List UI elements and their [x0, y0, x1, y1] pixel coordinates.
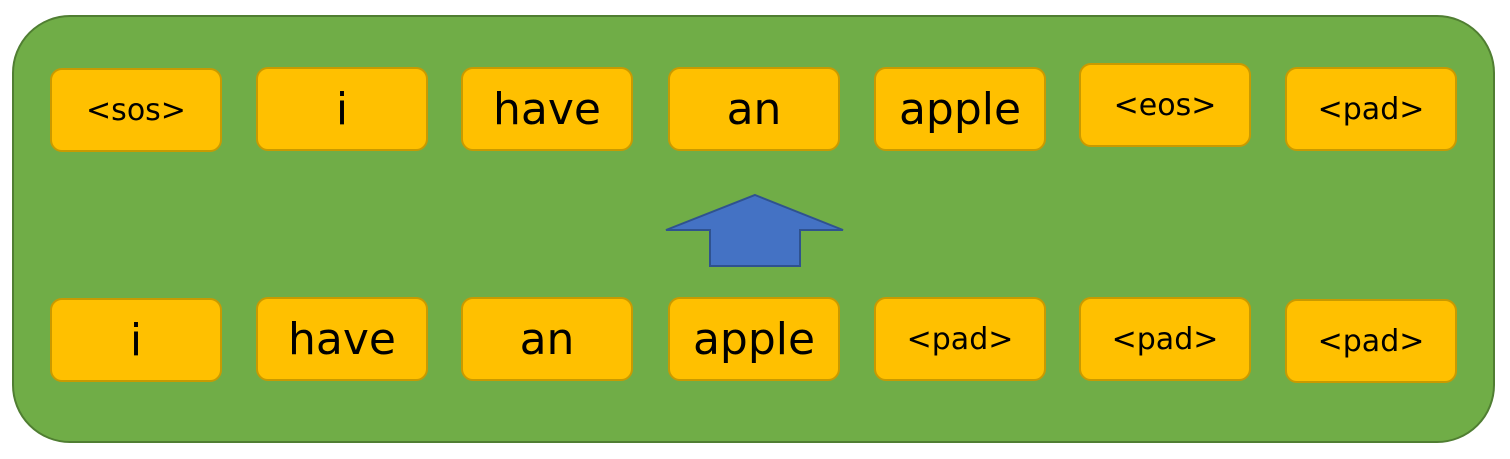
top-token-6-label: <eos>	[1113, 87, 1217, 123]
bottom-token-1-label: i	[129, 314, 143, 366]
top-token-5-label: apple	[898, 83, 1022, 135]
bottom-token-2-label: have	[288, 313, 396, 365]
top-token-3: have	[461, 67, 633, 151]
bottom-token-4-label: apple	[692, 313, 816, 365]
bottom-token-6-label: <pad>	[1111, 321, 1219, 357]
bottom-token-7-label: <pad>	[1317, 323, 1425, 359]
top-token-4-label: an	[726, 83, 782, 135]
top-token-1: <sos>	[50, 68, 222, 152]
bottom-token-3: an	[461, 297, 633, 381]
top-token-5: apple	[874, 67, 1046, 151]
bottom-token-5: <pad>	[874, 297, 1046, 381]
up-arrow-icon	[665, 193, 844, 267]
up-arrow-shape	[665, 193, 844, 267]
bottom-token-2: have	[256, 297, 428, 381]
bottom-token-1: i	[50, 298, 222, 382]
top-token-7-label: <pad>	[1317, 91, 1425, 127]
top-token-2-label: i	[335, 83, 349, 135]
bottom-token-4: apple	[668, 297, 840, 381]
bottom-token-7: <pad>	[1285, 299, 1457, 383]
top-token-3-label: have	[493, 83, 601, 135]
top-token-4: an	[668, 67, 840, 151]
bottom-token-5-label: <pad>	[906, 321, 1014, 357]
top-token-2: i	[256, 67, 428, 151]
top-token-6: <eos>	[1079, 63, 1251, 147]
bottom-token-6: <pad>	[1079, 297, 1251, 381]
top-token-7: <pad>	[1285, 67, 1457, 151]
top-token-1-label: <sos>	[86, 92, 186, 128]
bottom-token-3-label: an	[519, 313, 575, 365]
